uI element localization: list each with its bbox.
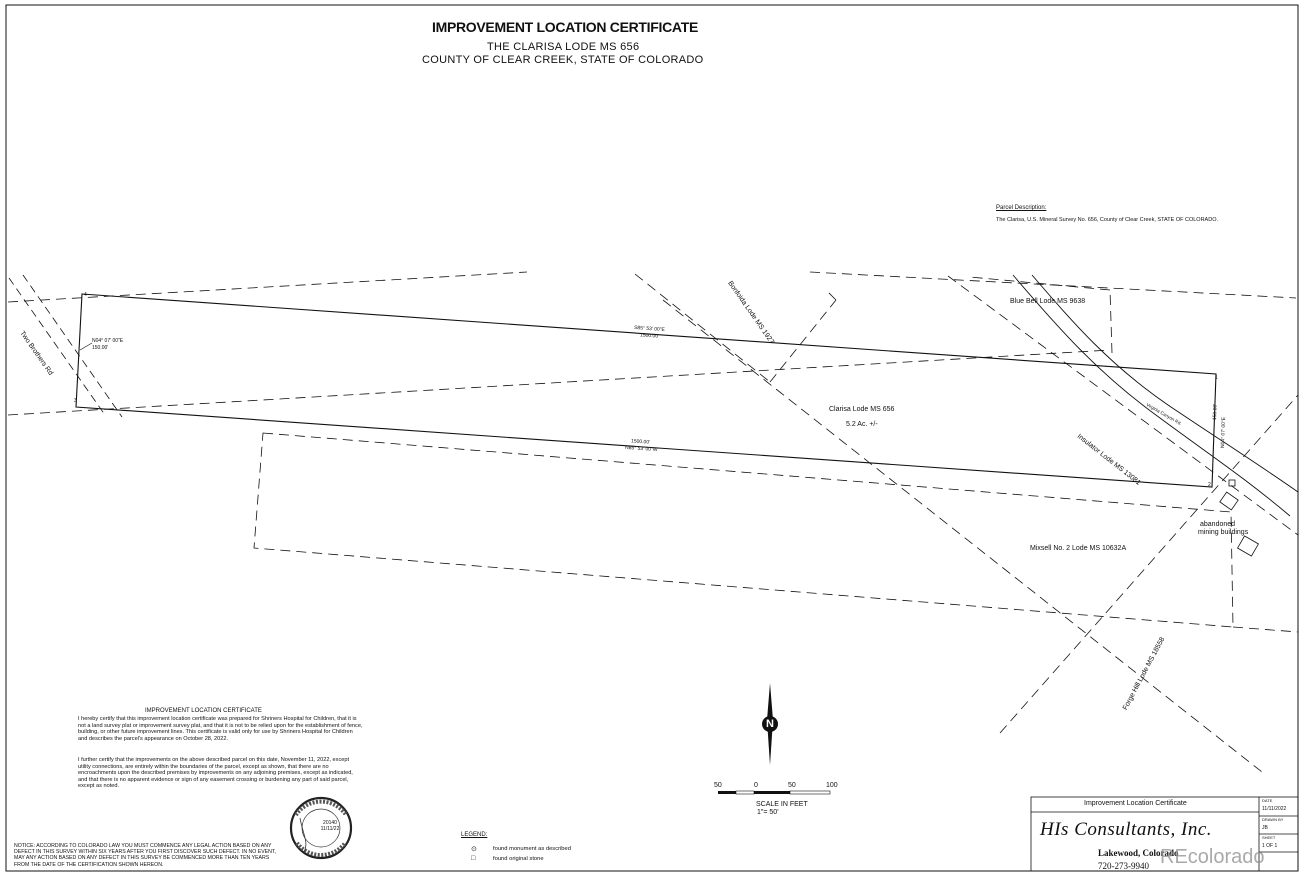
leader-line bbox=[79, 342, 93, 351]
lode-label: Blue Bell Lode MS 9638 bbox=[1010, 298, 1086, 305]
scale-tick: 0 bbox=[754, 782, 758, 789]
certificate-paragraph: I further certify that the improvements … bbox=[78, 757, 353, 790]
building-outline bbox=[1237, 535, 1259, 557]
bearing-label: N04° 07' 00"E bbox=[1220, 416, 1228, 449]
lode-line bbox=[769, 299, 837, 383]
lode-line bbox=[969, 276, 1111, 291]
bearing-label: N04° 07' 00"E bbox=[92, 338, 124, 344]
road-edge bbox=[1031, 274, 1299, 493]
page-title: IMPROVEMENT LOCATION CERTIFICATE bbox=[432, 19, 698, 35]
sheet-border bbox=[5, 4, 1299, 872]
scale-tick: 50 bbox=[788, 782, 796, 789]
building-label: mining buildings bbox=[1198, 529, 1249, 536]
lode-line bbox=[7, 349, 1111, 416]
lode-line bbox=[634, 273, 771, 383]
sheet-label: SHEET bbox=[1262, 835, 1276, 840]
corner-number: 1 bbox=[1215, 375, 1218, 381]
north-arrow-icon: N bbox=[762, 716, 778, 732]
company-phone: 720-273-9940 bbox=[1098, 861, 1149, 871]
drawn-by-label: DRAWN BY bbox=[1262, 817, 1284, 822]
stone-symbol-icon: □ bbox=[471, 855, 476, 862]
watermark: REcolorado bbox=[1160, 846, 1265, 868]
building-outline bbox=[1219, 491, 1239, 511]
distance-label: 1500.00' bbox=[639, 332, 660, 340]
distance-label: 150.00' bbox=[92, 345, 109, 351]
lode-line bbox=[7, 271, 528, 303]
legend-item: found original stone bbox=[493, 856, 544, 862]
parcel-description-text: The Clarisa, U.S. Mineral Survey No. 656… bbox=[996, 217, 1219, 223]
legal-notice: NOTICE: ACCORDING TO COLORADO LAW YOU MU… bbox=[14, 843, 276, 868]
road-edge bbox=[8, 277, 106, 416]
parcel-description-heading: Parcel Description: bbox=[996, 205, 1047, 211]
legend-item: found monument as described bbox=[493, 846, 571, 852]
legend-heading: LEGEND: bbox=[461, 832, 488, 838]
drawn-by-value: JB bbox=[1262, 825, 1268, 831]
road-edge bbox=[1012, 274, 1291, 517]
corner-number: 4 bbox=[84, 292, 87, 298]
surveyor-seal bbox=[289, 796, 353, 860]
sheet-value: 1 OF 1 bbox=[1262, 843, 1278, 849]
certificate-paragraph: I hereby certify that this improvement l… bbox=[78, 716, 363, 742]
page-subtitle: COUNTY OF CLEAR CREEK, STATE OF COLORADO bbox=[422, 54, 704, 66]
lode-label: Mixsell No. 2 Lode MS 10632A bbox=[1030, 545, 1127, 552]
building-outline bbox=[1228, 479, 1236, 487]
page-subtitle: THE CLARISA LODE MS 656 bbox=[487, 41, 640, 53]
mixsell-lode-boundary bbox=[253, 432, 1234, 628]
scale-bar bbox=[718, 790, 831, 795]
company-city: Lakewood, Colorado bbox=[1098, 848, 1179, 858]
title-block-heading: Improvement Location Certificate bbox=[1084, 800, 1187, 807]
date-value: 11/11/2022 bbox=[1262, 806, 1287, 812]
date-label: DATE bbox=[1262, 798, 1273, 803]
title-block-frame bbox=[1030, 796, 1299, 872]
lode-line bbox=[947, 275, 1299, 536]
lode-line bbox=[1109, 289, 1113, 354]
scale-title: SCALE IN FEET bbox=[756, 801, 808, 808]
lode-line bbox=[1232, 626, 1299, 633]
area-label: 5.2 Ac. +/- bbox=[846, 421, 878, 428]
distance-label: 150.00' bbox=[1212, 403, 1219, 421]
seal-text: 20140 11/11/22 bbox=[320, 820, 340, 832]
clarisa-parcel-boundary bbox=[75, 293, 1217, 488]
corner-number: 3 bbox=[74, 398, 77, 404]
scale-tick: 50 bbox=[714, 782, 722, 789]
certificate-heading: IMPROVEMENT LOCATION CERTIFICATE bbox=[145, 708, 262, 714]
monument-symbol-icon: ⊙ bbox=[471, 846, 477, 853]
road-edge bbox=[22, 274, 123, 418]
building-label: abandoned bbox=[1200, 521, 1236, 528]
scale-ratio: 1"= 50' bbox=[757, 809, 779, 816]
lode-line bbox=[827, 291, 837, 301]
corner-number: 2 bbox=[1208, 482, 1211, 488]
scale-tick: 100 bbox=[826, 782, 838, 789]
lode-line bbox=[999, 394, 1299, 734]
lode-label: Clarisa Lode MS 656 bbox=[829, 406, 895, 413]
company-name: HIs Consultants, Inc. bbox=[1040, 819, 1212, 840]
